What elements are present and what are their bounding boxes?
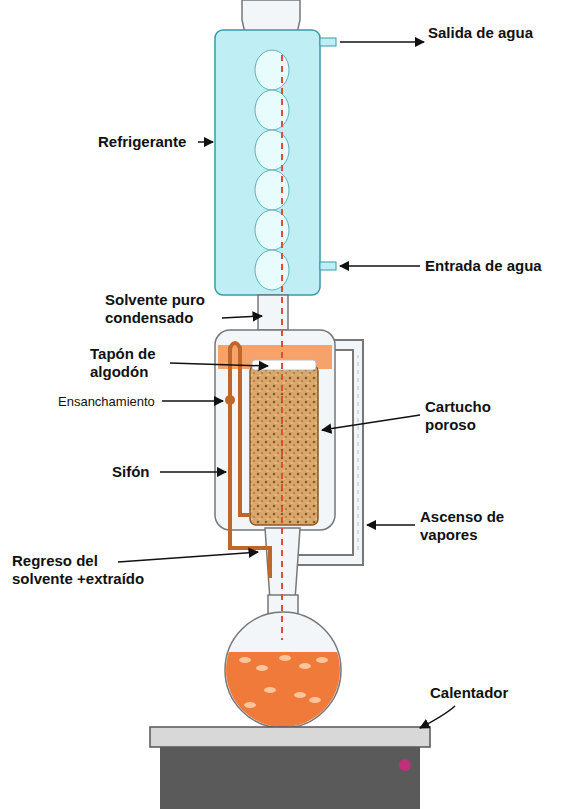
condenser-jacket — [215, 30, 320, 295]
liquid-splash — [294, 692, 306, 698]
part-label: Solvente puro condensado — [105, 291, 223, 327]
heater-knob — [399, 759, 411, 771]
condenser-bulb — [255, 90, 289, 130]
cotton-plug — [252, 360, 316, 370]
water-outlet — [320, 38, 336, 46]
part-label: Entrada de agua — [425, 257, 542, 275]
liquid-splash — [316, 657, 328, 663]
liquid-splash — [256, 665, 268, 671]
condenser-bulb — [255, 50, 289, 90]
heater-body — [160, 747, 420, 809]
water-inlet — [320, 262, 336, 270]
extractor-chamber — [215, 330, 335, 530]
condenser-bulb — [255, 170, 289, 210]
adapter — [258, 295, 288, 330]
liquid-splash — [264, 687, 276, 693]
part-label: Regreso del solvente +extraído — [12, 552, 162, 588]
siphon-bulge — [225, 395, 235, 405]
liquid-splash — [309, 697, 321, 703]
part-label: Calentador — [430, 684, 508, 702]
part-label: Ascenso de vapores — [420, 508, 520, 544]
condenser-bulb — [255, 250, 289, 290]
liquid-splash — [299, 663, 311, 669]
part-label: Sifón — [112, 463, 150, 481]
part-label: Salida de agua — [428, 24, 533, 42]
part-label: Cartucho poroso — [425, 398, 515, 434]
condenser-bulb — [255, 130, 289, 170]
part-label: Refrigerante — [98, 133, 186, 151]
liquid-splash — [279, 655, 291, 661]
flask-liquid — [220, 652, 350, 732]
part-label: Ensanchamiento — [58, 394, 155, 409]
porous-thimble — [250, 365, 318, 525]
liquid-splash — [239, 657, 251, 663]
condenser-bulb — [255, 210, 289, 250]
siphon-tube — [230, 343, 270, 578]
part-label: Tapón de algodón — [90, 345, 170, 381]
condenser-bulbs — [255, 50, 289, 290]
drip-path — [281, 55, 283, 640]
heater-plate — [150, 727, 430, 747]
vapour-path — [357, 355, 359, 550]
liquid-splash — [244, 702, 256, 708]
